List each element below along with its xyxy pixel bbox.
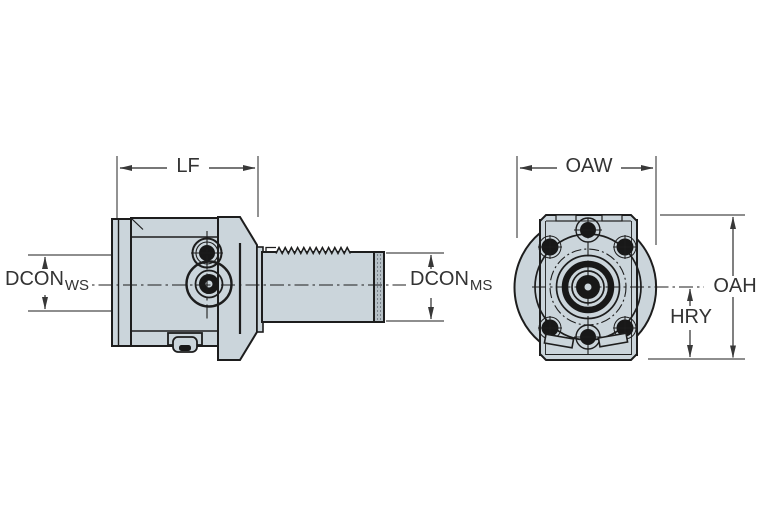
bore-ring-inner	[571, 270, 605, 304]
holder-side-body	[111, 216, 385, 361]
front-view	[513, 156, 745, 361]
oah-dimension	[648, 214, 745, 360]
oaw-label: OAW	[557, 156, 621, 177]
dcon-ms-dimension	[386, 252, 444, 322]
dcon-ws-base: DCON	[5, 268, 64, 290]
oah-label: OAH	[708, 276, 762, 297]
dcon-ws-label: DCONWS	[3, 268, 92, 294]
hry-label: HRY	[665, 307, 717, 328]
center-bore-dot	[584, 283, 592, 291]
drive-slot-right	[597, 332, 629, 348]
dcon-ws-subscript: WS	[64, 277, 90, 294]
front-screw-top	[574, 217, 602, 243]
top-slot-mark-left	[555, 214, 577, 222]
dcon-ms-label: DCONMS	[408, 268, 495, 294]
bottom-slot-opening	[179, 345, 191, 351]
shank-end-band	[373, 251, 385, 323]
front-screw-upper-right	[613, 235, 637, 259]
oaw-label-text: OAW	[565, 155, 613, 177]
shank	[261, 251, 385, 323]
block-corner-chamfer	[131, 218, 144, 230]
slot-rect	[543, 333, 575, 349]
thread-teeth	[275, 245, 352, 256]
clamp-bore-outer	[185, 260, 233, 308]
lf-label-text: LF	[176, 155, 200, 177]
hry-label-text: HRY	[670, 306, 712, 328]
flange-side	[217, 216, 258, 361]
lf-label: LF	[167, 156, 209, 177]
mounting-face-strip	[111, 218, 132, 347]
dcon-ms-base: DCON	[410, 268, 469, 290]
slot-rect	[597, 332, 629, 348]
top-slot-mark-right	[601, 214, 623, 222]
bore-ring-thick	[561, 260, 615, 314]
bore-ring-outer	[555, 254, 621, 320]
oah-label-text: OAH	[713, 275, 757, 297]
clamp-bore-ring	[194, 269, 224, 299]
dcon-ms-subscript: MS	[469, 277, 493, 294]
drive-slot-left	[543, 333, 575, 349]
dcon-ws-extension-lines	[28, 254, 113, 312]
side-view	[28, 156, 444, 361]
front-screw-upper-left	[538, 235, 562, 259]
flange-front-face	[513, 214, 704, 361]
dcon-ms-extension-lines	[386, 252, 444, 322]
shank-neck-step	[265, 246, 276, 252]
